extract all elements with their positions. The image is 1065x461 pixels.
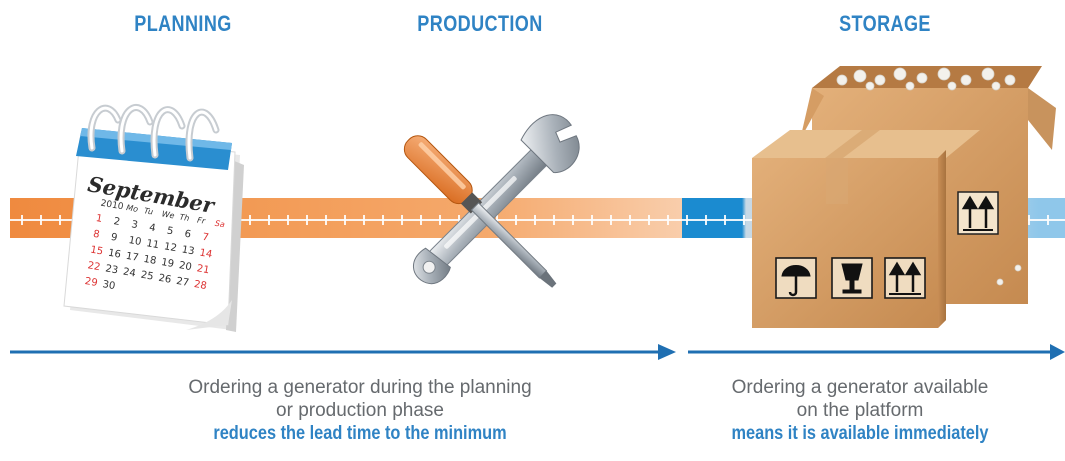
arrow-left: [10, 344, 676, 360]
calendar-date: 2: [113, 216, 121, 228]
calendar-day-label: Tu: [143, 206, 154, 216]
calendar-date: 29: [84, 276, 98, 289]
caption-line: or production phase: [276, 400, 444, 421]
caption-emphasis: means it is available immediately: [731, 423, 989, 444]
calendar-day-label: Th: [179, 212, 190, 223]
calendar-date: 6: [184, 229, 192, 241]
calendar-date: 27: [175, 276, 189, 289]
calendar-date: 23: [104, 263, 118, 276]
calendar-date: 12: [163, 241, 177, 254]
stage-title-storage: STORAGE: [839, 11, 931, 36]
tools-icon: [403, 114, 580, 288]
stage-title-planning: PLANNING: [134, 11, 232, 36]
boxes-icon: [752, 66, 1056, 328]
fragile-glass-icon: [841, 263, 863, 294]
calendar-day-label: Sa: [214, 219, 225, 230]
calendar-year: 2010: [100, 199, 125, 213]
caption-line: Ordering a generator during the planning: [188, 377, 532, 398]
calendar-day-label: We: [161, 209, 175, 220]
caption-line: Ordering a generator available: [731, 377, 989, 398]
calendar-date: 13: [181, 244, 195, 257]
calendar-date: 11: [145, 238, 159, 251]
caption-line: on the platform: [796, 400, 924, 421]
calendar-date: 30: [102, 279, 116, 292]
calendar-date: 17: [125, 251, 139, 264]
calendar-date: 8: [92, 229, 100, 241]
calendar-date: 18: [143, 254, 157, 267]
calendar-date: 9: [110, 232, 118, 244]
calendar-date: 20: [178, 260, 192, 273]
calendar-date: 7: [201, 232, 209, 244]
calendar-date: 15: [89, 244, 103, 257]
calendar-date: 28: [193, 279, 207, 292]
this-way-up-icon: [961, 195, 995, 231]
calendar-date: 25: [140, 270, 154, 283]
stage-title-production: PRODUCTION: [417, 11, 543, 36]
calendar-date: 26: [158, 273, 172, 286]
calendar-date: 19: [160, 257, 174, 270]
umbrella-symbol-icon: [781, 265, 811, 297]
calendar-date: 10: [128, 235, 142, 248]
calendar-date: 5: [166, 225, 174, 237]
caption-storage: Ordering a generator available on the pl…: [680, 376, 1040, 445]
this-way-up-icon: [888, 261, 922, 295]
arrow-right: [688, 344, 1065, 360]
calendar-date: 14: [199, 247, 213, 260]
calendar-date: 16: [107, 248, 121, 261]
calendar-date: 22: [87, 260, 101, 273]
calendar-date: 21: [196, 263, 210, 276]
caption-planning-production: Ordering a generator during the planning…: [120, 376, 600, 445]
caption-emphasis: reduces the lead time to the minimum: [213, 423, 507, 444]
calendar-date: 24: [122, 267, 136, 280]
calendar-date: 1: [95, 213, 103, 225]
calendar-date: 3: [130, 219, 138, 231]
calendar-day-label: Fr: [196, 216, 206, 226]
calendar-date: 4: [148, 222, 156, 234]
calendar-day-label: Mo: [126, 203, 139, 214]
